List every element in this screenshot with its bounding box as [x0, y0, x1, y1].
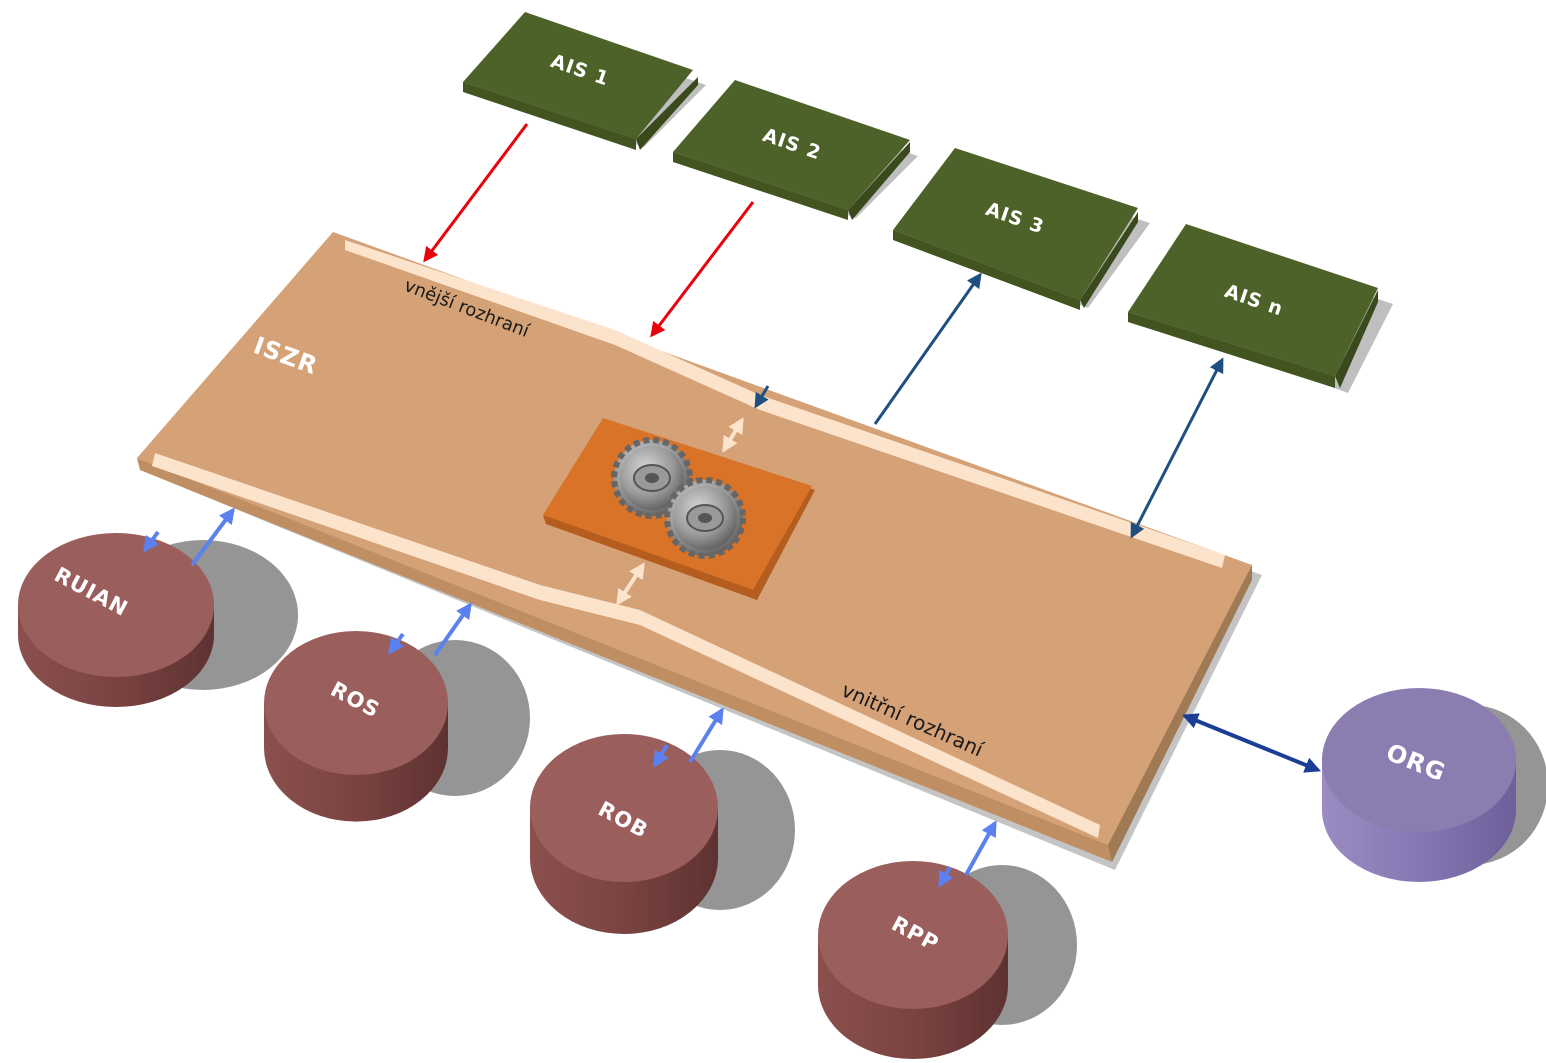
- register-rpp: RPP: [818, 861, 1077, 1059]
- inner-interface-strip: [152, 453, 1100, 838]
- outer-interface-strip: [345, 240, 1225, 568]
- register-ruian: RUIAN: [18, 533, 298, 707]
- external-org: ORG: [1322, 688, 1546, 882]
- register-top: [530, 734, 718, 882]
- engine-plate: [543, 418, 815, 600]
- rpp-arrow-in: [938, 866, 954, 888]
- ais-block-2: AIS 2: [673, 80, 918, 220]
- register-rob: ROB: [530, 734, 795, 934]
- ais-2-arrow: [650, 201, 755, 338]
- ruian-arrow-in: [143, 530, 160, 553]
- ais-block-n: AIS n: [1128, 224, 1393, 393]
- ais-n-arrow: [1130, 357, 1224, 539]
- register-top: [264, 631, 448, 775]
- rpp-arrow: [964, 820, 997, 876]
- ruian-arrow: [190, 507, 235, 567]
- engine-outer-arrow: [722, 417, 744, 453]
- ais-3-arrow: [873, 272, 982, 425]
- engine-inner-arrow: [616, 562, 645, 606]
- ais-block-1: AIS 1: [463, 12, 706, 150]
- org-top: [1322, 688, 1516, 832]
- gears-icon: [611, 437, 746, 559]
- register-top: [18, 533, 214, 677]
- ais-block-top: [463, 12, 693, 139]
- ais-block-top: [1128, 224, 1378, 376]
- ros-arrow: [433, 602, 472, 657]
- register-top: [818, 861, 1008, 1009]
- ais-1-arrow: [423, 123, 529, 263]
- ais-block-3: AIS 3: [893, 148, 1150, 310]
- ros-arrow-in: [388, 632, 405, 655]
- outer-interface-short-arrow: [754, 385, 770, 409]
- ais-block-top: [673, 80, 910, 210]
- register-ros: ROS: [264, 631, 530, 822]
- rob-arrow: [688, 707, 724, 764]
- rob-arrow-in: [653, 743, 669, 768]
- org-arrow: [1182, 713, 1321, 773]
- ais-block-top: [893, 148, 1138, 300]
